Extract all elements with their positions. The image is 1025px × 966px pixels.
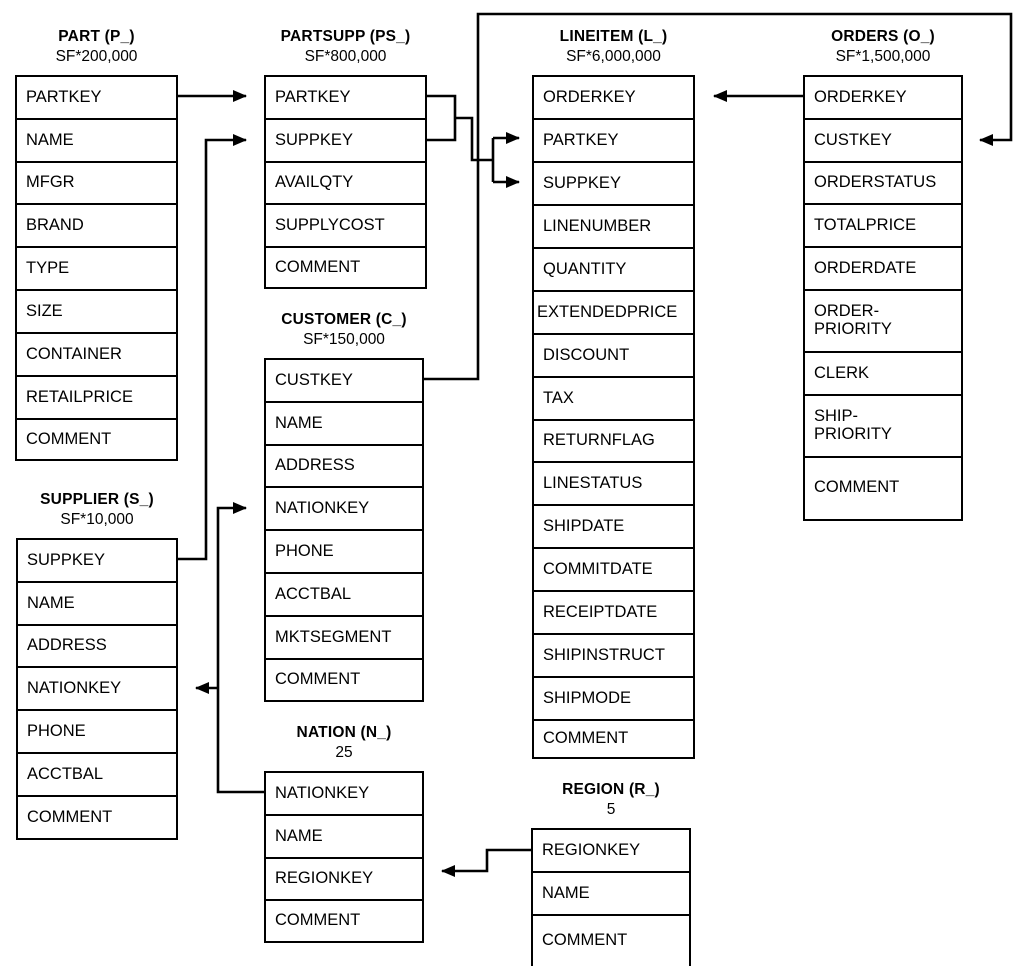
edge-customer-orders <box>424 12 1013 381</box>
attr-part-type[interactable]: TYPE <box>17 248 176 291</box>
entity-part-title: PART (P_) <box>58 28 135 45</box>
attr-nation-regionkey[interactable]: REGIONKEY <box>266 859 422 901</box>
entity-nation-box: NATIONKEY NAME REGIONKEY COMMENT <box>264 771 424 943</box>
attr-nation-name[interactable]: NAME <box>266 816 422 859</box>
attr-part-size[interactable]: SIZE <box>17 291 176 334</box>
entity-partsupp-box: PARTKEY SUPPKEY AVAILQTY SUPPLYCOST COMM… <box>264 75 427 289</box>
attr-supplier-phone[interactable]: PHONE <box>18 711 176 754</box>
attr-part-mfgr[interactable]: MFGR <box>17 163 176 205</box>
attr-orders-orderdate[interactable]: ORDERDATE <box>805 248 961 291</box>
attr-lineitem-commitdate[interactable]: COMMITDATE <box>534 549 693 592</box>
attr-part-comment[interactable]: COMMENT <box>17 420 176 459</box>
entity-customer-cardinality: SF*150,000 <box>303 331 385 348</box>
entity-nation-cardinality: 25 <box>335 744 353 761</box>
attr-supplier-address[interactable]: ADDRESS <box>18 626 176 668</box>
entity-supplier-box: SUPPKEY NAME ADDRESS NATIONKEY PHONE ACC… <box>16 538 178 840</box>
attr-orders-comment[interactable]: COMMENT <box>805 458 961 518</box>
attr-orders-totalprice[interactable]: TOTALPRICE <box>805 205 961 248</box>
entity-orders-cardinality: SF*1,500,000 <box>835 48 931 65</box>
attr-lineitem-shipinstruct[interactable]: SHIPINSTRUCT <box>534 635 693 678</box>
attr-part-retailprice[interactable]: RETAILPRICE <box>17 377 176 420</box>
attr-partsupp-comment[interactable]: COMMENT <box>266 248 425 287</box>
entity-lineitem-box: ORDERKEY PARTKEY SUPPKEY LINENUMBER QUAN… <box>532 75 695 759</box>
attr-orders-orderstatus[interactable]: ORDERSTATUS <box>805 163 961 205</box>
edge-supplier-partsupp <box>178 134 247 561</box>
entity-supplier-cardinality: SF*10,000 <box>60 511 134 528</box>
attr-lineitem-receiptdate[interactable]: RECEIPTDATE <box>534 592 693 635</box>
attr-partsupp-partkey[interactable]: PARTKEY <box>266 77 425 120</box>
attr-part-partkey[interactable]: PARTKEY <box>17 77 176 120</box>
attr-nation-comment[interactable]: COMMENT <box>266 901 422 940</box>
entity-lineitem-cardinality: SF*6,000,000 <box>566 48 661 65</box>
attr-supplier-suppkey[interactable]: SUPPKEY <box>18 540 176 583</box>
attr-lineitem-shipmode[interactable]: SHIPMODE <box>534 678 693 721</box>
attr-lineitem-extendedprice[interactable]: EXTENDEDPRICE <box>534 292 693 335</box>
attr-lineitem-tax[interactable]: TAX <box>534 378 693 421</box>
attr-lineitem-comment[interactable]: COMMENT <box>534 721 693 757</box>
entity-customer-title: CUSTOMER (C_) <box>281 311 407 328</box>
entity-lineitem-title: LINEITEM (L_) <box>559 28 668 45</box>
entity-region-title: REGION (R_) <box>562 781 660 798</box>
attr-customer-acctbal[interactable]: ACCTBAL <box>266 574 422 617</box>
attr-part-brand[interactable]: BRAND <box>17 205 176 248</box>
attr-lineitem-suppkey[interactable]: SUPPKEY <box>534 163 693 206</box>
attr-partsupp-availqty[interactable]: AVAILQTY <box>266 163 425 205</box>
attr-region-name[interactable]: NAME <box>533 873 689 916</box>
attr-lineitem-discount[interactable]: DISCOUNT <box>534 335 693 378</box>
attr-supplier-name[interactable]: NAME <box>18 583 176 626</box>
attr-nation-nationkey[interactable]: NATIONKEY <box>266 773 422 816</box>
attr-lineitem-quantity[interactable]: QUANTITY <box>534 249 693 292</box>
attr-orders-orderpriority[interactable]: ORDER-PRIORITY <box>805 291 961 353</box>
attr-partsupp-supplycost[interactable]: SUPPLYCOST <box>266 205 425 248</box>
attr-supplier-comment[interactable]: COMMENT <box>18 797 176 838</box>
attr-customer-phone[interactable]: PHONE <box>266 531 422 574</box>
attr-supplier-acctbal[interactable]: ACCTBAL <box>18 754 176 797</box>
attr-customer-comment[interactable]: COMMENT <box>266 660 422 700</box>
attr-orders-shippriority[interactable]: SHIP-PRIORITY <box>805 396 961 458</box>
entity-region-box: REGIONKEY NAME COMMENT <box>531 828 691 966</box>
attr-customer-name[interactable]: NAME <box>266 403 422 446</box>
entity-customer-box: CUSTKEY NAME ADDRESS NATIONKEY PHONE ACC… <box>264 358 424 702</box>
attr-customer-address[interactable]: ADDRESS <box>266 446 422 488</box>
attr-customer-nationkey[interactable]: NATIONKEY <box>266 488 422 531</box>
entity-orders-title: ORDERS (O_) <box>831 28 935 45</box>
attr-orders-custkey[interactable]: CUSTKEY <box>805 120 961 163</box>
attr-lineitem-partkey[interactable]: PARTKEY <box>534 120 693 163</box>
edge-region-nation <box>441 848 531 877</box>
attr-customer-mktsegment[interactable]: MKTSEGMENT <box>266 617 422 660</box>
attr-part-name[interactable]: NAME <box>17 120 176 163</box>
entity-partsupp-title: PARTSUPP (PS_) <box>280 28 411 45</box>
attr-customer-custkey[interactable]: CUSTKEY <box>266 360 422 403</box>
attr-lineitem-orderkey[interactable]: ORDERKEY <box>534 77 693 120</box>
attr-lineitem-linenumber[interactable]: LINENUMBER <box>534 206 693 249</box>
entity-supplier-title: SUPPLIER (S_) <box>40 491 154 508</box>
attr-lineitem-shipdate[interactable]: SHIPDATE <box>534 506 693 549</box>
attr-partsupp-suppkey[interactable]: SUPPKEY <box>266 120 425 163</box>
attr-orders-orderkey[interactable]: ORDERKEY <box>805 77 961 120</box>
entity-nation-title: NATION (N_) <box>296 724 392 741</box>
attr-region-regionkey[interactable]: REGIONKEY <box>533 830 689 873</box>
edge-partsupp-merge <box>427 94 457 142</box>
entity-part-box: PARTKEY NAME MFGR BRAND TYPE SIZE CONTAI… <box>15 75 178 461</box>
entity-part-cardinality: SF*200,000 <box>55 48 138 65</box>
attr-supplier-nationkey[interactable]: NATIONKEY <box>18 668 176 711</box>
attr-lineitem-linestatus[interactable]: LINESTATUS <box>534 463 693 506</box>
entity-region-cardinality: 5 <box>606 801 616 818</box>
entity-partsupp-cardinality: SF*800,000 <box>304 48 387 65</box>
attr-region-comment[interactable]: COMMENT <box>533 916 689 966</box>
attr-orders-clerk[interactable]: CLERK <box>805 353 961 396</box>
edge-partsupp-bus <box>455 116 493 162</box>
entity-orders-box: ORDERKEY CUSTKEY ORDERSTATUS TOTALPRICE … <box>803 75 963 521</box>
attr-part-container[interactable]: CONTAINER <box>17 334 176 377</box>
attr-lineitem-returnflag[interactable]: RETURNFLAG <box>534 421 693 463</box>
edge-nation-customer <box>216 502 264 794</box>
